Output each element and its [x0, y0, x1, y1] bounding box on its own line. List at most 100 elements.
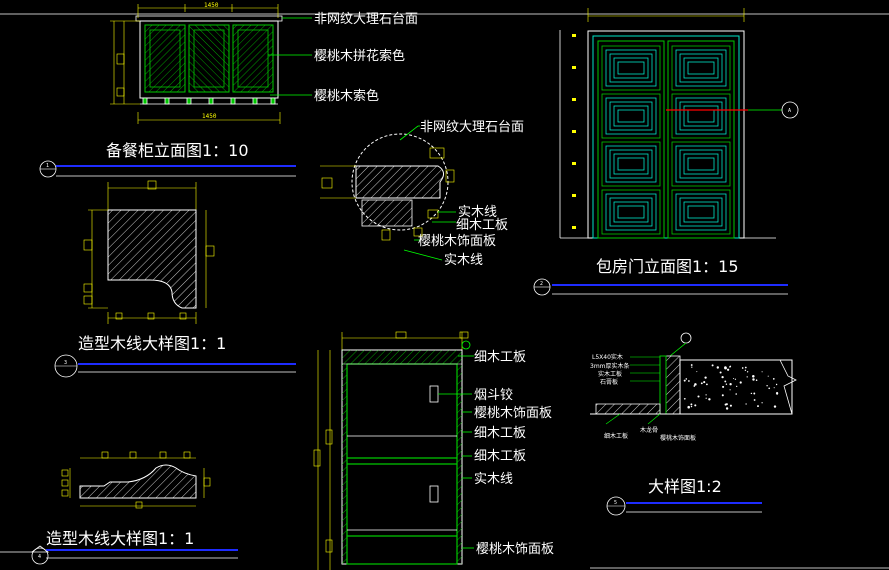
concrete-aggregate	[736, 385, 738, 388]
wall-furring	[665, 355, 681, 415]
detail-leaders	[399, 125, 456, 261]
door-top-dimension	[587, 8, 745, 22]
sideboard-left-dimension	[110, 20, 140, 105]
door-architrave	[592, 35, 740, 239]
concrete-aggregate	[733, 377, 735, 380]
detail-dimensions	[320, 147, 455, 241]
wall-note-strip: 3mm厚实木条	[590, 362, 630, 370]
concrete-aggregate	[690, 403, 693, 406]
concrete-aggregate	[746, 376, 748, 378]
concrete-aggregate	[694, 404, 697, 407]
sideboard-bottom-dimension	[137, 112, 281, 124]
door-panel-moulding	[671, 45, 731, 91]
wall-detail-title: 大样图1:2	[648, 477, 722, 496]
molding-detail-2: 造型木线大样图1：1 4	[0, 451, 238, 565]
concrete-aggregate	[776, 393, 778, 395]
cabinet-label-veneer-2: 樱桃木饰面板	[476, 541, 554, 557]
cabinet-label-veneer-1: 樱桃木饰面板	[474, 405, 552, 421]
molding-2-title: 造型木线大样图1：1	[46, 529, 194, 548]
sideboard-top-dim-text: 1450	[204, 2, 219, 9]
molding-1-title-bar	[54, 354, 296, 378]
door-title-bar	[533, 278, 788, 296]
door-panel-moulding	[601, 141, 661, 187]
door-title-bubble: 2	[540, 281, 543, 287]
door-panel-moulding	[675, 193, 727, 231]
concrete-aggregate	[719, 371, 722, 374]
door-panel-moulding	[609, 149, 653, 179]
cabinet-right-panel	[457, 364, 462, 564]
concrete-aggregate	[700, 382, 703, 385]
detail-label-blockboard: 细木工板	[456, 218, 508, 233]
door-panel-moulding	[687, 109, 715, 123]
door-panel-moulding	[687, 205, 715, 219]
concrete-aggregate	[683, 397, 686, 400]
concrete-aggregate	[716, 366, 719, 369]
molding-2-title-bubble: 4	[38, 554, 41, 560]
door-panel-moulding	[613, 201, 649, 223]
door-panel-moulding	[671, 93, 731, 139]
wall-note-solid-wood: L5X40实木	[592, 353, 623, 361]
sideboard-doors	[144, 24, 274, 93]
cabinet-section: 细木工板 烟斗铰 樱桃木饰面板 细木工板 细木工板 实木线 樱桃木饰面板	[313, 331, 554, 570]
concrete-aggregate	[690, 405, 693, 408]
concrete-aggregate	[753, 399, 756, 401]
sideboard-plinth	[140, 97, 278, 105]
concrete-aggregate	[685, 378, 688, 380]
cabinet-label-blockboard-2: 细木工板	[474, 449, 526, 464]
wall-note-gypsum: 石膏板	[600, 378, 618, 386]
cabinet-label-blockboard-1: 细木工板	[474, 426, 526, 441]
concrete-aggregate	[729, 383, 732, 386]
door-leaf-right	[667, 40, 735, 239]
concrete-aggregate	[693, 385, 696, 387]
concrete-aggregate	[683, 379, 686, 382]
door-panel-moulding	[617, 157, 645, 171]
concrete-aggregate	[691, 366, 693, 368]
wall-note-veneer: 樱桃木饰面板	[660, 434, 696, 442]
molding-2-profile	[79, 464, 197, 499]
sideboard-title: 备餐柜立面图1：10	[106, 141, 249, 160]
door-section-bubble-text: A	[788, 108, 791, 114]
wall-veneer-strip	[659, 355, 667, 415]
door-title: 包房门立面图1：15	[596, 257, 739, 276]
molding-1-title: 造型木线大样图1：1	[78, 334, 226, 353]
door-panel-moulding	[683, 153, 719, 175]
cabinet-outer-wall	[341, 349, 463, 565]
sideboard-title-bubble: 1	[46, 163, 49, 169]
label-cherry-stain: 樱桃木索色	[314, 88, 379, 104]
door-panel-moulding	[605, 49, 657, 87]
concrete-aggregate	[744, 369, 747, 371]
concrete-aggregate	[724, 403, 727, 406]
detail-label-solid-wood-1: 实木线	[458, 205, 497, 220]
sideboard-leaders	[268, 17, 312, 96]
concrete-aggregate	[721, 394, 724, 397]
molding-1-profile	[107, 209, 197, 309]
door-panel-moulding	[605, 97, 657, 135]
concrete-aggregate	[729, 404, 732, 407]
door-panel-moulding	[683, 201, 719, 223]
door-panel-moulding	[671, 141, 731, 187]
concrete-aggregate	[772, 378, 775, 380]
door-outer-frame	[587, 30, 745, 239]
concrete-aggregate	[688, 380, 690, 382]
concrete-aggregate	[721, 375, 724, 379]
concrete-aggregate	[775, 392, 779, 395]
cabinet-top-panel	[341, 349, 463, 365]
door-panel-moulding	[679, 149, 723, 179]
concrete-aggregate	[722, 385, 725, 388]
door-panel-moulding	[617, 61, 645, 75]
label-marble-top: 非网纹大理石台面	[314, 12, 418, 27]
hinge-lower	[429, 485, 439, 503]
concrete-aggregate	[687, 405, 690, 409]
detail-label-veneer: 樱桃木饰面板	[418, 233, 496, 249]
concrete-aggregate	[773, 405, 777, 408]
cabinet-leaders	[438, 340, 474, 549]
detail-label-solid-wood-2: 实木线	[444, 253, 483, 268]
concrete-aggregate	[745, 403, 747, 405]
wall-note-board: 实木工板	[598, 370, 622, 378]
concrete-aggregate	[752, 375, 755, 378]
wall-detail-note-leaders	[605, 356, 661, 425]
concrete-aggregate	[704, 376, 707, 379]
cabinet-label-hinge: 烟斗铰	[474, 388, 513, 403]
wall-break-mark	[779, 359, 797, 415]
marble-countertop	[135, 15, 283, 22]
